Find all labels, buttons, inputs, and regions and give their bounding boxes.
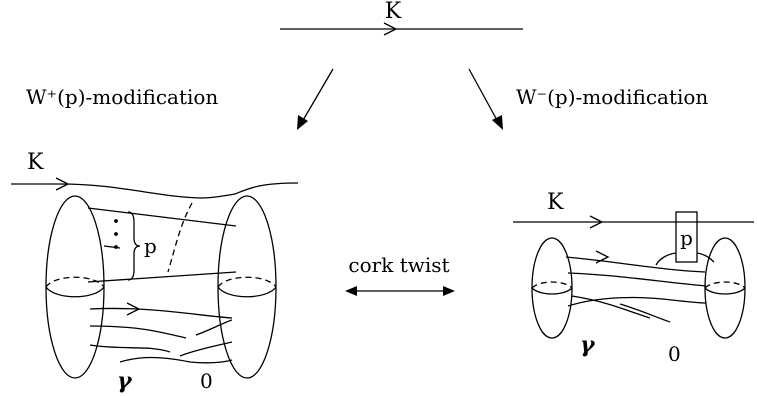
right-arrowhead	[492, 115, 503, 130]
left-knot-strand-out	[234, 182, 299, 195]
w-plus-label: W⁺(p)-modification	[26, 85, 218, 109]
right-knot-label: K	[547, 190, 564, 215]
right-modification-arrow: W⁻(p)-modification	[468, 68, 708, 130]
ellipsis-dot	[114, 245, 118, 249]
left-knot-strand-over	[59, 183, 236, 199]
right-attaching-sphere-left	[531, 237, 573, 339]
left-knot-label: K	[27, 150, 44, 175]
right-diagram: K p γ 0	[513, 190, 754, 366]
right-p-box	[675, 211, 698, 263]
p-label: p	[144, 234, 157, 258]
left-modification-arrow: W⁺(p)-modification	[26, 68, 334, 130]
cork-twist-label: cork twist	[348, 253, 449, 277]
p-brace	[127, 211, 141, 281]
left-attaching-sphere-right	[217, 195, 277, 379]
gamma-label: γ	[117, 368, 133, 394]
right-strand-arrow	[595, 250, 610, 264]
right-zero-framing-label: 0	[668, 342, 681, 366]
left-attaching-sphere-left	[45, 195, 105, 379]
lower-orientation-arrow	[126, 302, 141, 316]
zero-framing-label: 0	[200, 369, 213, 393]
cork-twist-arrowhead-right	[443, 286, 455, 296]
top-knot: K	[280, 0, 523, 36]
right-knot-orientation-arrow	[589, 215, 604, 229]
left-arrowhead	[297, 115, 308, 130]
hidden-strand	[167, 202, 193, 273]
w-minus-label: W⁻(p)-modification	[516, 85, 708, 109]
right-p-box-label: p	[680, 226, 693, 250]
left-diagram: K p γ 0	[11, 150, 299, 394]
cork-twist-arrowhead-left	[345, 286, 357, 296]
ellipsis-dot	[114, 219, 118, 223]
top-knot-label: K	[385, 0, 402, 24]
right-attaching-sphere-right	[704, 237, 746, 339]
top-knot-orientation-arrow	[383, 22, 398, 36]
ellipsis-dot	[114, 232, 118, 236]
cork-twist-group: cork twist	[345, 253, 455, 296]
right-gamma-label: γ	[580, 332, 596, 358]
